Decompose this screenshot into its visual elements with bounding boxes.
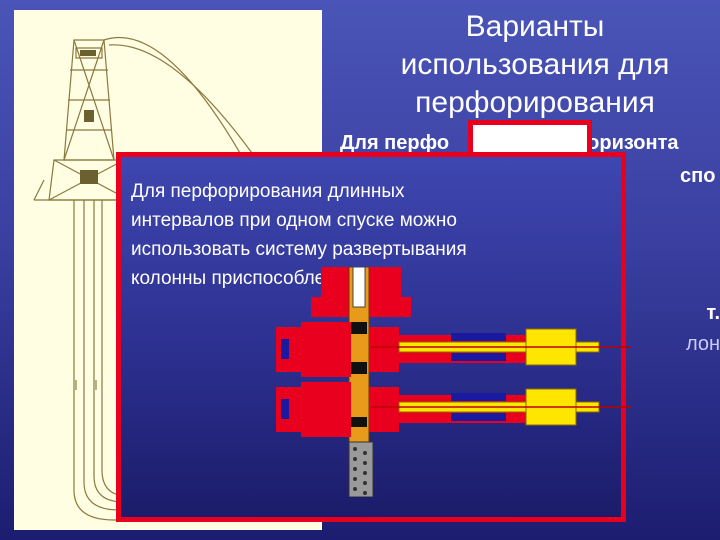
overlay-description: Для перфорирования длинных интервалов пр… bbox=[131, 181, 467, 289]
slide-title: Варианты использования для перфорировани… bbox=[400, 10, 670, 119]
background-text-line-3: т. bbox=[706, 302, 720, 324]
background-text-line-2: спо bbox=[680, 165, 716, 187]
overlay-callout: Для перфорирования длинных интервалов пр… bbox=[116, 152, 631, 522]
background-text-line-4: лон bbox=[685, 333, 720, 355]
well-perforation-equipment-icon bbox=[276, 267, 631, 497]
